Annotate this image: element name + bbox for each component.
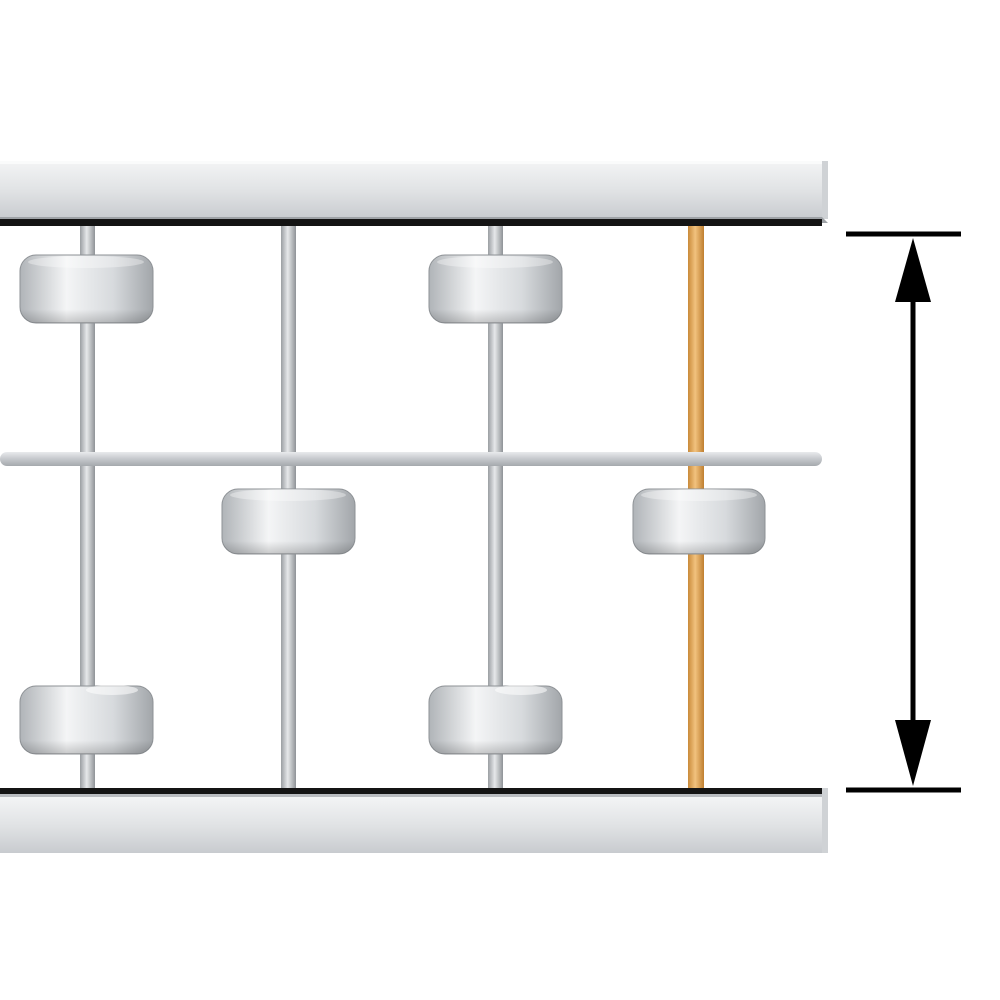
wheel-axle3-bottom xyxy=(428,685,563,755)
axles-group xyxy=(80,222,704,796)
bottom-rail-channel xyxy=(0,788,822,795)
cross-rod-group xyxy=(0,452,822,466)
bottom-frame-rail xyxy=(0,788,828,853)
axle-1 xyxy=(80,222,95,796)
dimension-indicator xyxy=(846,231,961,793)
dimension-arrow-up-icon xyxy=(895,238,931,302)
axle-3 xyxy=(488,222,503,796)
dimension-arrow-down-icon xyxy=(895,720,931,786)
wheel-axle1-top xyxy=(19,254,154,324)
top-frame-rail xyxy=(0,161,828,226)
wheel-axle3-top xyxy=(428,254,563,324)
wheel-axle2-middle xyxy=(221,488,356,555)
wheels-group xyxy=(19,254,766,755)
wheel-axle1-bottom xyxy=(19,685,154,755)
wheel-axle4-middle xyxy=(632,488,766,555)
top-rail-channel xyxy=(0,219,822,226)
cross-rod xyxy=(0,452,822,466)
